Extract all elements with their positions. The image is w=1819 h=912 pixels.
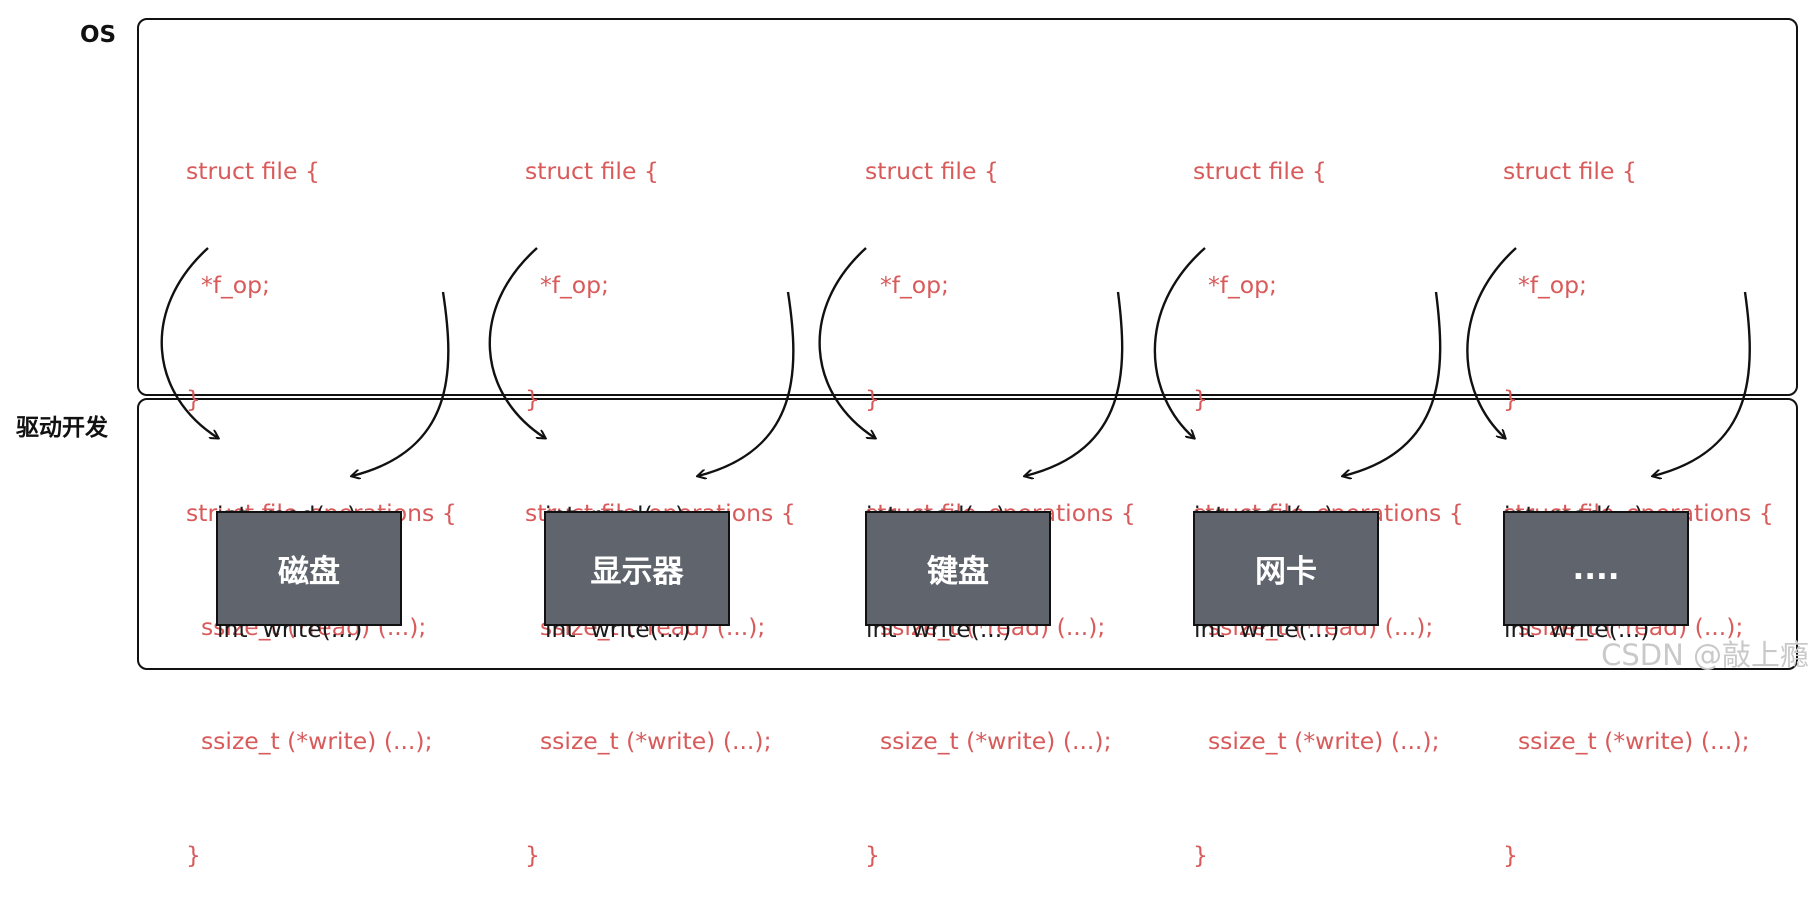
code-line: struct file {	[186, 157, 320, 185]
code-line: ssize_t (*write) (...);	[186, 727, 433, 755]
code-line: ssize_t (*write) (...);	[1503, 727, 1750, 755]
driver-layer-label: 驱动开发	[16, 415, 108, 441]
code-line: }	[1503, 385, 1518, 413]
code-line: }	[1503, 841, 1518, 869]
device-box-more: ....	[1503, 511, 1689, 626]
device-box-nic: 网卡	[1193, 511, 1379, 626]
code-line: *f_op;	[1193, 271, 1277, 299]
code-line: }	[865, 385, 880, 413]
code-line: *f_op;	[186, 271, 270, 299]
code-line: }	[525, 385, 540, 413]
code-line: }	[1193, 385, 1208, 413]
os-layer-panel	[137, 18, 1798, 396]
device-box-keyboard: 键盘	[865, 511, 1051, 626]
os-layer-label: OS	[80, 22, 117, 48]
code-line: *f_op;	[1503, 271, 1587, 299]
code-line: ssize_t (*write) (...);	[865, 727, 1112, 755]
code-line: struct file {	[1503, 157, 1637, 185]
driver-layer-panel	[137, 398, 1798, 670]
code-line: }	[865, 841, 880, 869]
code-line: }	[186, 385, 201, 413]
code-line: struct file {	[525, 157, 659, 185]
code-line: }	[525, 841, 540, 869]
watermark: CSDN @敲上瘾	[1601, 638, 1809, 672]
code-line: ssize_t (*write) (...);	[525, 727, 772, 755]
code-line: *f_op;	[525, 271, 609, 299]
device-box-display: 显示器	[544, 511, 730, 626]
code-line: struct file {	[865, 157, 999, 185]
device-box-disk: 磁盘	[216, 511, 402, 626]
code-line: }	[186, 841, 201, 869]
code-line: ssize_t (*write) (...);	[1193, 727, 1440, 755]
code-line: }	[1193, 841, 1208, 869]
code-line: struct file {	[1193, 157, 1327, 185]
code-line: *f_op;	[865, 271, 949, 299]
